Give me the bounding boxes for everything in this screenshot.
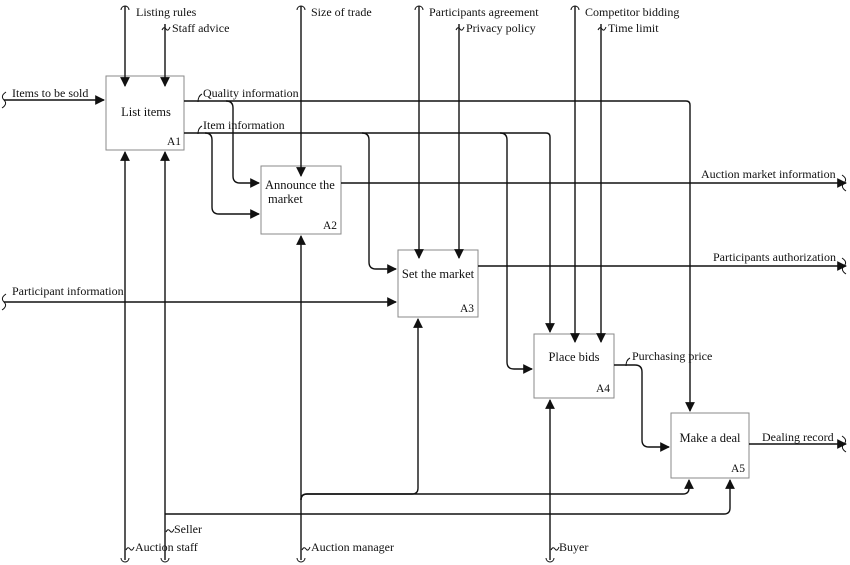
activity-place-bids-title: Place bids xyxy=(548,350,599,364)
mechanism-auction-staff: Auction staff xyxy=(120,151,198,563)
control-listing-rules: Listing rules xyxy=(120,5,197,87)
label-items-to-be-sold: Items to be sold xyxy=(12,86,88,100)
label-participants-agreement: Participants agreement xyxy=(429,5,539,19)
mechanism-buyer: Buyer xyxy=(545,399,588,563)
label-seller: Seller xyxy=(174,522,202,536)
activity-list-items-id: A1 xyxy=(167,136,181,148)
label-auction-manager: Auction manager xyxy=(311,540,394,554)
activity-make-deal-title: Make a deal xyxy=(679,431,741,445)
label-auction-market-information: Auction market information xyxy=(701,167,836,181)
label-dealing-record: Dealing record xyxy=(762,430,834,444)
label-quality-information: Quality information xyxy=(203,86,299,100)
activity-announce-title-line2: market xyxy=(268,192,303,206)
activity-make-deal[interactable]: Make a deal A5 xyxy=(670,412,750,479)
label-participants-authorization: Participants authorization xyxy=(713,250,836,264)
label-staff-advice: Staff advice xyxy=(172,21,229,35)
control-size-of-trade: Size of trade xyxy=(296,5,372,177)
output-dealing-record: Dealing record xyxy=(749,430,847,453)
mechanism-auction-manager: Auction manager xyxy=(296,235,694,563)
control-competitor-bidding: Competitor bidding xyxy=(570,5,679,343)
activity-set-market-title: Set the market xyxy=(402,267,475,281)
flow-quality-information: Quality information xyxy=(184,86,695,412)
label-buyer: Buyer xyxy=(559,540,588,554)
control-participants-agreement: Participants agreement xyxy=(414,5,539,259)
control-privacy-policy: Privacy policy xyxy=(454,21,536,259)
output-participants-authorization: Participants authorization xyxy=(478,250,847,275)
label-listing-rules: Listing rules xyxy=(136,5,197,19)
activity-place-bids-id: A4 xyxy=(596,383,610,395)
activity-announce-market[interactable]: Announce the market A2 xyxy=(260,165,342,235)
activity-announce-id: A2 xyxy=(323,220,337,232)
label-time-limit: Time limit xyxy=(608,21,659,35)
input-items-to-be-sold: Items to be sold xyxy=(1,86,105,109)
activity-list-items[interactable]: List items A1 xyxy=(105,75,185,151)
activity-announce-title-line1: Announce the xyxy=(265,178,335,192)
mechanism-seller: Seller xyxy=(160,151,735,563)
label-purchasing-price: Purchasing price xyxy=(632,349,712,363)
activity-make-deal-id: A5 xyxy=(731,463,745,475)
activity-set-market-id: A3 xyxy=(460,303,474,315)
label-item-information: Item information xyxy=(203,118,285,132)
label-competitor-bidding: Competitor bidding xyxy=(585,5,679,19)
activity-set-market[interactable]: Set the market A3 xyxy=(397,249,479,318)
label-size-of-trade: Size of trade xyxy=(311,5,372,19)
label-participant-information: Participant information xyxy=(12,284,124,298)
label-auction-staff: Auction staff xyxy=(135,540,198,554)
flow-purchasing-price: Purchasing price xyxy=(614,349,712,452)
activity-list-items-title: List items xyxy=(121,105,171,119)
control-time-limit: Time limit xyxy=(596,21,659,343)
label-privacy-policy: Privacy policy xyxy=(466,21,536,35)
output-auction-market-information: Auction market information xyxy=(341,167,847,192)
activity-place-bids[interactable]: Place bids A4 xyxy=(533,333,615,399)
control-staff-advice: Staff advice xyxy=(160,21,229,87)
flow-item-information: Item information xyxy=(184,118,555,374)
input-participant-information: Participant information xyxy=(1,284,397,311)
